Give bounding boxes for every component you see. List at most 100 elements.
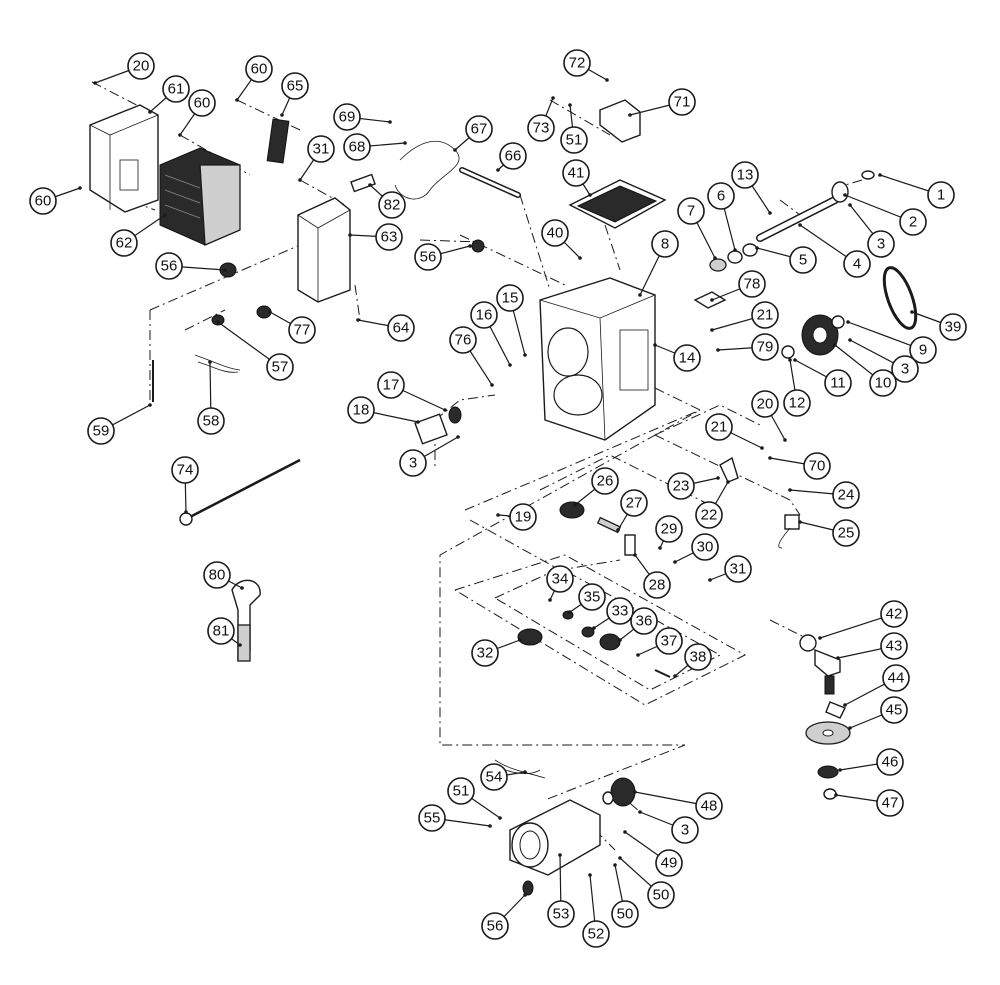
leader-end-dot: [148, 403, 152, 407]
callout-circle: [882, 664, 910, 692]
callout-circle: [447, 777, 475, 805]
callout-number: 60: [251, 61, 268, 78]
callout-circle: [695, 792, 723, 820]
leader-end-dot: [710, 328, 714, 332]
callout-number: 80: [209, 567, 226, 584]
callout-67: 67: [465, 115, 493, 143]
callout-25: 25: [832, 519, 860, 547]
callout-circle: [375, 223, 403, 251]
callout-number: 45: [886, 702, 903, 719]
callout-73: 73: [527, 114, 555, 142]
callout-70: 70: [803, 452, 831, 480]
callout-number: 74: [177, 462, 194, 479]
callout-number: 31: [313, 141, 330, 158]
callout-number: 4: [853, 256, 861, 273]
callout-number: 78: [744, 276, 761, 293]
leader-end-dot: [93, 81, 97, 85]
leader-end-dot: [638, 810, 642, 814]
callout-3: 3: [671, 816, 699, 844]
callout-number: 3: [901, 361, 909, 378]
callout-52: 52: [582, 920, 610, 948]
callout-51: 51: [447, 777, 475, 805]
callout-circle: [606, 597, 634, 625]
callout-number: 33: [612, 603, 629, 620]
callout-circle: [470, 301, 498, 329]
leader-end-dot: [848, 726, 852, 730]
callout-81: 81: [207, 617, 235, 645]
callout-number: 56: [161, 258, 178, 275]
callout-21: 21: [751, 301, 779, 329]
leader-end-dot: [443, 408, 447, 412]
leader-end-dot: [838, 768, 842, 772]
leader-end-dot: [798, 223, 802, 227]
leader-end-dot: [638, 293, 642, 297]
spindle-drawing: [709, 170, 875, 272]
callout-circle: [909, 336, 937, 364]
leader-end-dot: [488, 824, 492, 828]
callout-56: 56: [481, 912, 509, 940]
callout-21: 21: [705, 413, 733, 441]
leader-end-dot: [710, 298, 714, 302]
leader-end-dot: [416, 420, 420, 424]
motor-drawing: [509, 777, 636, 876]
callout-20: 20: [751, 390, 779, 418]
rod-74-drawing: [187, 458, 301, 520]
leader-end-dot: [726, 480, 730, 484]
callout-number: 63: [381, 229, 398, 246]
callout-number: 66: [505, 148, 522, 165]
callout-number: 51: [453, 783, 470, 800]
leader-end-dot: [878, 173, 882, 177]
leader-end-dot: [356, 318, 360, 322]
callout-circle: [684, 643, 712, 671]
leader-end-dot: [613, 863, 617, 867]
callout-circle: [880, 632, 908, 660]
callout-circle: [707, 182, 735, 210]
callout-58: 58: [197, 407, 225, 435]
leader-end-dot: [268, 310, 272, 314]
callout-circle: [171, 456, 199, 484]
callout-number: 42: [886, 606, 903, 623]
callout-circle: [496, 284, 524, 312]
callout-number: 46: [882, 754, 899, 771]
bracket-82-drawing: [350, 173, 376, 193]
callout-circle: [387, 314, 415, 342]
bracket-71-drawing: [599, 99, 641, 143]
callout-number: 67: [471, 121, 488, 138]
callout-circle: [651, 230, 679, 258]
leader-end-dot: [843, 193, 847, 197]
leader-end-dot: [548, 598, 552, 602]
callout-circle: [643, 571, 671, 599]
callout-circle: [333, 103, 361, 131]
leader-end-dot: [755, 246, 759, 250]
housing-drawing: [539, 277, 656, 441]
leader-end-dot: [708, 578, 712, 582]
callout-60: 60: [29, 187, 57, 215]
callout-circle: [288, 316, 316, 344]
callout-circle: [281, 72, 309, 100]
callout-number: 79: [757, 339, 774, 356]
callout-53: 53: [547, 900, 575, 928]
leader-end-dot: [848, 203, 852, 207]
leader-end-dot: [760, 446, 764, 450]
leader-end-dot: [616, 528, 620, 532]
callout-48: 48: [695, 792, 723, 820]
callout-number: 12: [789, 395, 806, 412]
leader-end-dot: [496, 168, 500, 172]
callout-76: 76: [449, 326, 477, 354]
callout-74: 74: [171, 456, 199, 484]
leader-end-dot: [238, 643, 242, 647]
callout-number: 18: [353, 402, 370, 419]
leader-end-dot: [388, 120, 392, 124]
callout-number: 38: [690, 649, 707, 666]
callout-number: 68: [349, 139, 366, 156]
leader-end-dot: [403, 141, 407, 145]
callout-circle: [832, 519, 860, 547]
callout-number: 1: [937, 187, 945, 204]
callout-circle: [668, 88, 696, 116]
callout-number: 55: [424, 810, 441, 827]
callout-38: 38: [684, 643, 712, 671]
leader-end-dot: [633, 790, 637, 794]
leader-end-dot: [833, 343, 837, 347]
callout-37: 37: [655, 627, 683, 655]
